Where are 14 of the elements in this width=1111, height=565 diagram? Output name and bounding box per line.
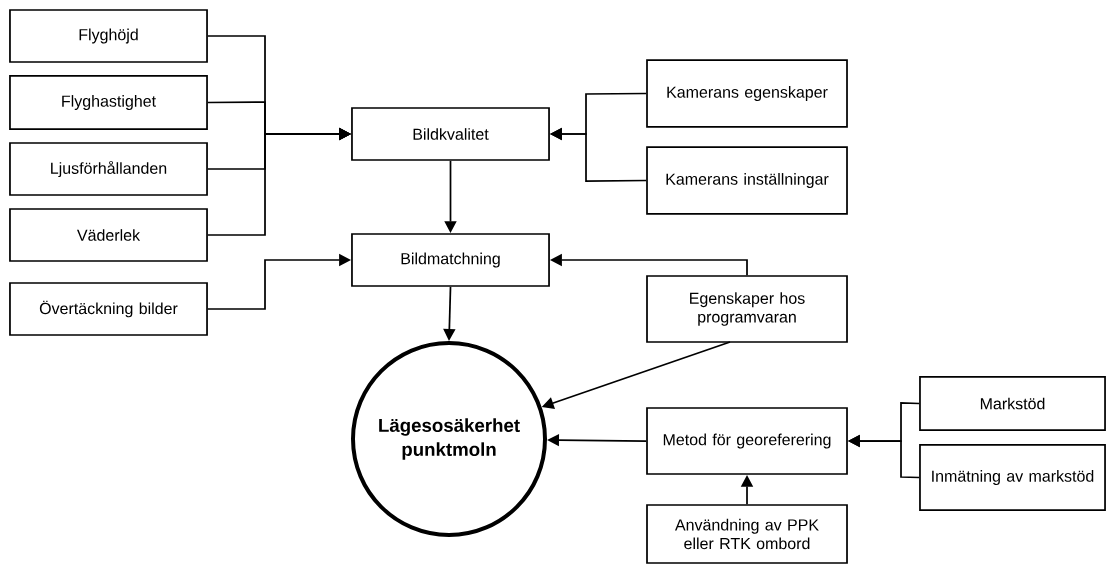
factor-box: Användning av PPK eller RTK ombord xyxy=(646,504,848,564)
factor-box: Markstöd xyxy=(919,376,1106,431)
factor-box: Metod för georeferering xyxy=(646,407,848,475)
factor-box: Väderlek xyxy=(9,208,208,262)
factor-box: Kamerans egenskaper xyxy=(646,59,848,128)
factor-box: Bildmatchning xyxy=(351,233,550,287)
factor-box: Övertäckning bilder xyxy=(9,282,208,336)
factor-box: Kamerans inställningar xyxy=(646,146,848,215)
factor-box: Bildkvalitet xyxy=(351,107,550,161)
factor-box: Flyghöjd xyxy=(9,9,208,63)
factor-box: Inmätning av markstöd xyxy=(919,444,1106,511)
factor-box: Egenskaper hos programvaran xyxy=(646,275,848,343)
factor-box: Flyghastighet xyxy=(9,75,208,130)
factor-box: Ljusförhållanden xyxy=(9,142,208,196)
